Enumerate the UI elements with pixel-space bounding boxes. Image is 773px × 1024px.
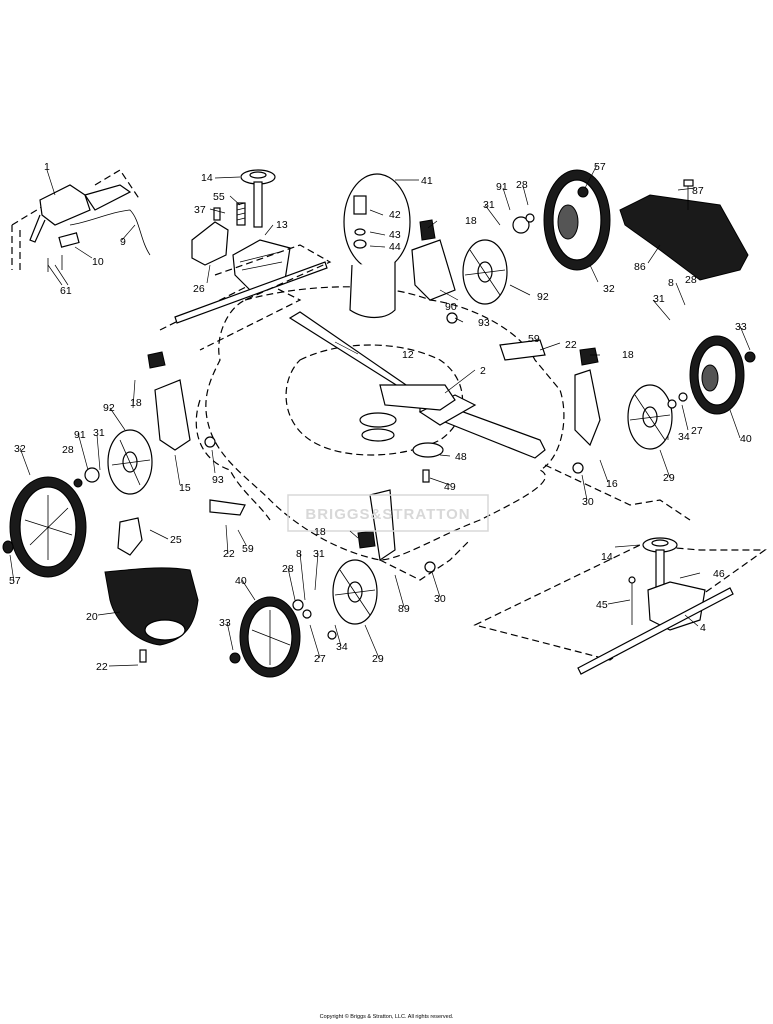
callout-22-left: 22 (223, 548, 235, 560)
callout-87: 87 (692, 185, 704, 197)
callout-16: 16 (606, 478, 618, 490)
callout-25: 25 (170, 534, 182, 546)
callout-41: 41 (421, 175, 433, 187)
callout-13: 13 (276, 219, 288, 231)
callout-57-left: 57 (9, 575, 21, 587)
callout-1: 1 (44, 161, 50, 173)
callout-45: 45 (596, 599, 608, 611)
brand-watermark: BRIGGS&STRATTON (287, 494, 489, 532)
drive-belt (288, 311, 546, 483)
callout-30-bottom: 30 (434, 593, 446, 605)
callout-44: 44 (389, 241, 401, 253)
callout-86: 86 (634, 261, 646, 273)
leader-lines (9, 164, 751, 667)
callout-37: 37 (194, 204, 206, 216)
callout-29-bottom: 29 (372, 653, 384, 665)
callout-29-right: 29 (663, 472, 675, 484)
callout-32-left: 32 (14, 443, 26, 455)
callout-8-right: 8 (668, 277, 674, 289)
callout-26: 26 (193, 283, 205, 295)
callout-61: 61 (60, 285, 72, 297)
callout-57-top: 57 (594, 161, 606, 173)
callout-14-bottom: 14 (601, 551, 613, 563)
callout-55: 55 (213, 191, 225, 203)
callout-33-bottom: 33 (219, 617, 231, 629)
upper-handle (11, 169, 151, 272)
pulley-inset (343, 173, 411, 319)
callout-92-left: 92 (103, 402, 115, 414)
callout-18-top: 18 (465, 215, 477, 227)
callout-14: 14 (201, 172, 213, 184)
callout-28-left: 28 (62, 444, 74, 456)
callout-4: 4 (700, 622, 706, 634)
callout-31-left: 31 (93, 427, 105, 439)
callout-34-right: 34 (678, 431, 690, 443)
callout-91-left: 91 (74, 429, 86, 441)
transmission-assembly-right (473, 537, 767, 675)
callout-15: 15 (179, 482, 191, 494)
mower-deck-outline (159, 279, 691, 581)
callout-31-top: 31 (483, 199, 495, 211)
wheel-front-left (2, 351, 216, 578)
callout-12: 12 (402, 349, 414, 361)
callout-18-left: 18 (130, 397, 142, 409)
discharge-chute (104, 517, 199, 663)
rear-deflector (619, 179, 749, 281)
callout-34-bottom: 34 (336, 641, 348, 653)
callout-42: 42 (389, 209, 401, 221)
callout-43: 43 (389, 229, 401, 241)
callout-33-right: 33 (735, 321, 747, 333)
callout-92-top: 92 (537, 291, 549, 303)
callout-40-bottom: 40 (235, 575, 247, 587)
callout-30-right: 30 (582, 496, 594, 508)
callout-28-top: 28 (516, 179, 528, 191)
callout-22-bottom: 22 (96, 661, 108, 673)
callout-90: 90 (445, 301, 457, 313)
callout-49: 49 (444, 481, 456, 493)
callout-27-bottom: 27 (314, 653, 326, 665)
callout-31-bottom: 31 (313, 548, 325, 560)
watermark-text: BRIGGS&STRATTON (305, 506, 470, 523)
callout-93-top: 93 (478, 317, 490, 329)
callout-59-left: 59 (242, 543, 254, 555)
wheel-right-front (499, 335, 756, 474)
callout-48: 48 (455, 451, 467, 463)
copyright-notice: Copyright © Briggs & Stratton, LLC. All … (319, 1014, 454, 1020)
part-labels: 1 9 10 61 14 55 37 13 26 41 42 43 44 18 … (9, 161, 752, 673)
callout-22-right: 22 (565, 339, 577, 351)
callout-59-right: 59 (528, 333, 540, 345)
callout-31-right: 31 (653, 293, 665, 305)
callout-93-left: 93 (212, 474, 224, 486)
callout-40-right: 40 (740, 433, 752, 445)
callout-9: 9 (120, 236, 126, 248)
callout-28-right: 28 (685, 274, 697, 286)
callout-20: 20 (86, 611, 98, 623)
callout-28-bottom: 28 (282, 563, 294, 575)
callout-2: 2 (480, 365, 486, 377)
callout-91-top: 91 (496, 181, 508, 193)
callout-18-right: 18 (622, 349, 634, 361)
callout-89: 89 (398, 603, 410, 615)
callout-10: 10 (92, 256, 104, 268)
callout-27-right: 27 (691, 425, 703, 437)
callout-8-bottom: 8 (296, 548, 302, 560)
wheel-rear-right (411, 169, 611, 324)
transmission-assembly-left (174, 169, 332, 324)
callout-18-bottom: 18 (314, 526, 326, 538)
callout-32-top: 32 (603, 283, 615, 295)
callout-46: 46 (713, 568, 725, 580)
wheel-front-lower (209, 489, 436, 678)
